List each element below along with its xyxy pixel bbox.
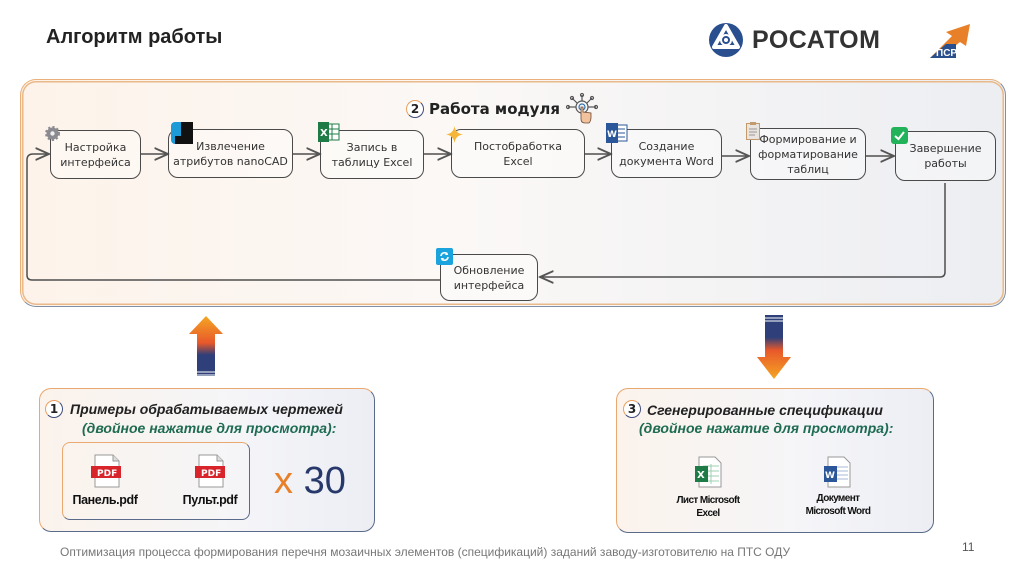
module-title: 2 Работа модуля	[406, 93, 599, 125]
module-title-text: Работа модуля	[429, 100, 561, 118]
step-label: Запись в таблицу Excel	[331, 140, 413, 169]
input-arrow-up-icon	[189, 316, 223, 376]
step-finish-work[interactable]: Завершение работы	[895, 131, 996, 181]
step-postprocess-excel[interactable]: Постобработка Excel	[451, 129, 585, 178]
clipboard-icon	[746, 122, 760, 140]
word-file-icon: W	[824, 456, 851, 488]
svg-text:W: W	[825, 471, 835, 481]
logo-text: РОСАТОМ	[752, 25, 881, 54]
step-format-tables[interactable]: Формирование и форматирование таблиц	[750, 128, 866, 180]
multiplier: x 30	[274, 460, 346, 503]
page-number: 11	[962, 540, 975, 554]
page-title: Алгоритм работы	[46, 26, 223, 48]
step-label: Постобработка Excel	[474, 139, 562, 168]
rosatom-logo: РОСАТОМ	[708, 20, 898, 60]
svg-text:X: X	[320, 128, 328, 139]
file-name: Документ Microsoft Word	[805, 493, 871, 517]
input-box-title: Примеры обрабатываемых чертежей	[70, 401, 343, 417]
svg-text:ПСР: ПСР	[936, 48, 957, 59]
pdf-icon: PDF	[195, 454, 225, 488]
file-name: Лист Microsoft Excel	[676, 495, 740, 519]
step-number-badge: 2	[406, 100, 424, 118]
word-icon: W	[606, 123, 628, 143]
step-label: Обновление интерфейса	[453, 263, 525, 292]
svg-text:X: X	[697, 470, 705, 481]
file-spec-word[interactable]: W Документ Microsoft Word	[786, 456, 890, 524]
flow-arrow-loop	[26, 154, 440, 281]
svg-text:PDF: PDF	[97, 469, 117, 479]
nanocad-icon	[171, 122, 193, 144]
step-label: Создание документа Word	[619, 139, 714, 168]
step-refresh-interface[interactable]: Обновление интерфейса	[440, 254, 538, 301]
excel-icon: X	[318, 122, 340, 142]
file-name: Пульт.pdf	[182, 493, 238, 507]
refresh-icon	[436, 248, 453, 265]
flow-arrow-return	[540, 183, 946, 277]
step-create-word[interactable]: Создание документа Word	[611, 129, 722, 178]
step-number-badge: 3	[623, 400, 641, 418]
file-panel-pdf[interactable]: PDF Панель.pdf	[67, 454, 143, 512]
touch-network-icon	[565, 93, 599, 124]
gear-icon	[45, 126, 60, 141]
multiplier-count: 30	[303, 460, 346, 502]
pdf-icon: PDF	[91, 454, 121, 488]
output-arrow-down-icon	[757, 315, 791, 379]
input-files-group	[62, 442, 250, 520]
step-label: Формирование и форматирование таблиц	[758, 132, 858, 176]
rosatom-atom-icon	[709, 23, 743, 57]
output-box-title: Сгенерированные спецификации	[647, 402, 883, 418]
step-label: Настройка интерфейса	[60, 140, 131, 169]
file-name: Панель.pdf	[72, 493, 138, 507]
checkmark-icon	[891, 127, 908, 144]
input-box-subtitle: (двойное нажатие для просмотра):	[82, 420, 337, 436]
output-specs-box	[616, 388, 934, 533]
svg-text:W: W	[607, 130, 617, 140]
step-label: Завершение работы	[909, 142, 982, 170]
footer-text: Оптимизация процесса формирования перечн…	[60, 545, 791, 559]
output-box-subtitle: (двойное нажатие для просмотра):	[639, 420, 894, 436]
svg-text:PDF: PDF	[201, 469, 221, 479]
module-panel	[20, 79, 1006, 307]
file-console-pdf[interactable]: PDF Пульт.pdf	[172, 454, 248, 512]
step-number-badge: 1	[45, 400, 63, 418]
sparkle-icon	[446, 126, 463, 143]
module-panel-border	[20, 79, 1006, 307]
step-interface-setup[interactable]: Настройка интерфейса	[50, 130, 141, 179]
multiplier-x: x	[274, 460, 293, 502]
pspb-arrow-logo-icon: ПСР	[930, 24, 970, 59]
file-spec-excel[interactable]: X Лист Microsoft Excel	[656, 456, 760, 524]
excel-file-icon: X	[695, 456, 722, 488]
step-label: Извлечение атрибутов nanoCAD	[173, 139, 288, 168]
step-extract-attributes[interactable]: Извлечение атрибутов nanoCAD	[168, 129, 293, 178]
